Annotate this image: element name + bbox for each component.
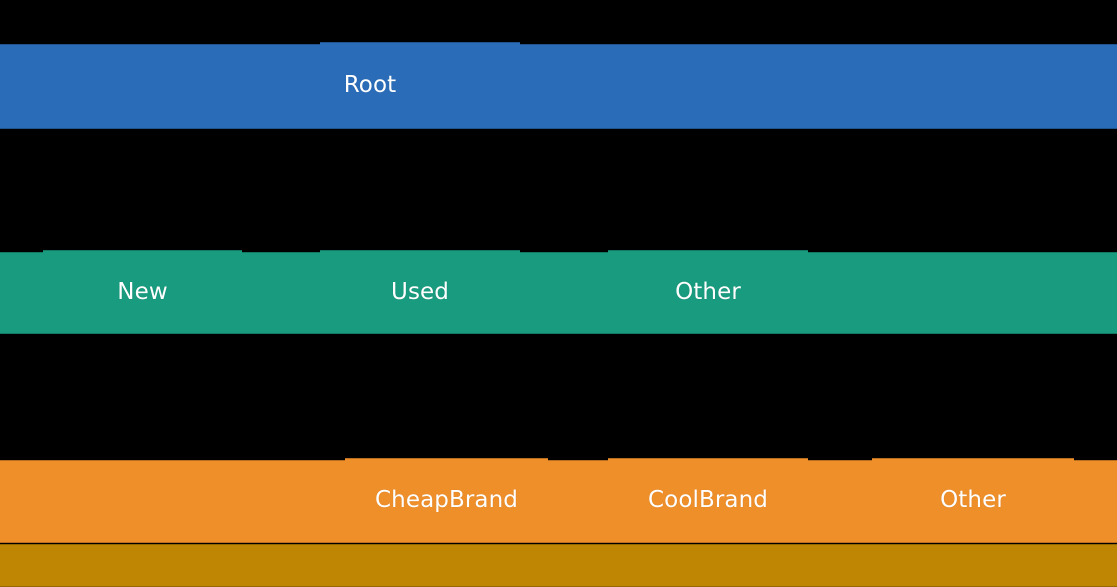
icicle-node-other[interactable]: Other (608, 250, 808, 334)
icicle-node-segment[interactable] (0, 252, 43, 334)
icicle-node-segment[interactable] (0, 544, 1117, 587)
icicle-node-segment[interactable] (520, 44, 1117, 129)
icicle-node-label: Root (343, 72, 397, 98)
icicle-level-condition-level: New Used Other (0, 250, 1117, 334)
icicle-node-segment[interactable] (1074, 460, 1117, 543)
icicle-node-segment[interactable] (0, 460, 345, 543)
icicle-node-label: Other (940, 487, 1006, 513)
icicle-node-other[interactable]: Other (872, 458, 1074, 543)
icicle-node-cheapbrand[interactable]: CheapBrand (345, 458, 548, 543)
icicle-node-root[interactable]: Root (320, 42, 420, 129)
icicle-node-new[interactable]: New (43, 250, 242, 334)
icicle-node-coolbrand[interactable]: CoolBrand (608, 458, 808, 543)
icicle-node-segment[interactable] (0, 44, 320, 129)
icicle-node-segment[interactable] (420, 42, 520, 129)
icicle-node-label: New (117, 278, 168, 305)
icicle-level-brand-level: CheapBrand CoolBrand Other (0, 458, 1117, 543)
icicle-node-label: CoolBrand (648, 487, 768, 513)
icicle-node-segment[interactable] (548, 460, 608, 543)
icicle-node-segment[interactable] (520, 252, 608, 334)
icicle-node-label: Used (391, 278, 449, 305)
icicle-node-label: Other (675, 278, 741, 305)
icicle-node-label: CheapBrand (375, 487, 518, 513)
icicle-level-root-level: Root (0, 42, 1117, 129)
icicle-level-detail-level (0, 544, 1117, 587)
icicle-node-segment[interactable] (808, 252, 1117, 334)
icicle-node-used[interactable]: Used (320, 250, 520, 334)
icicle-node-segment[interactable] (242, 252, 320, 334)
icicle-node-segment[interactable] (808, 460, 872, 543)
